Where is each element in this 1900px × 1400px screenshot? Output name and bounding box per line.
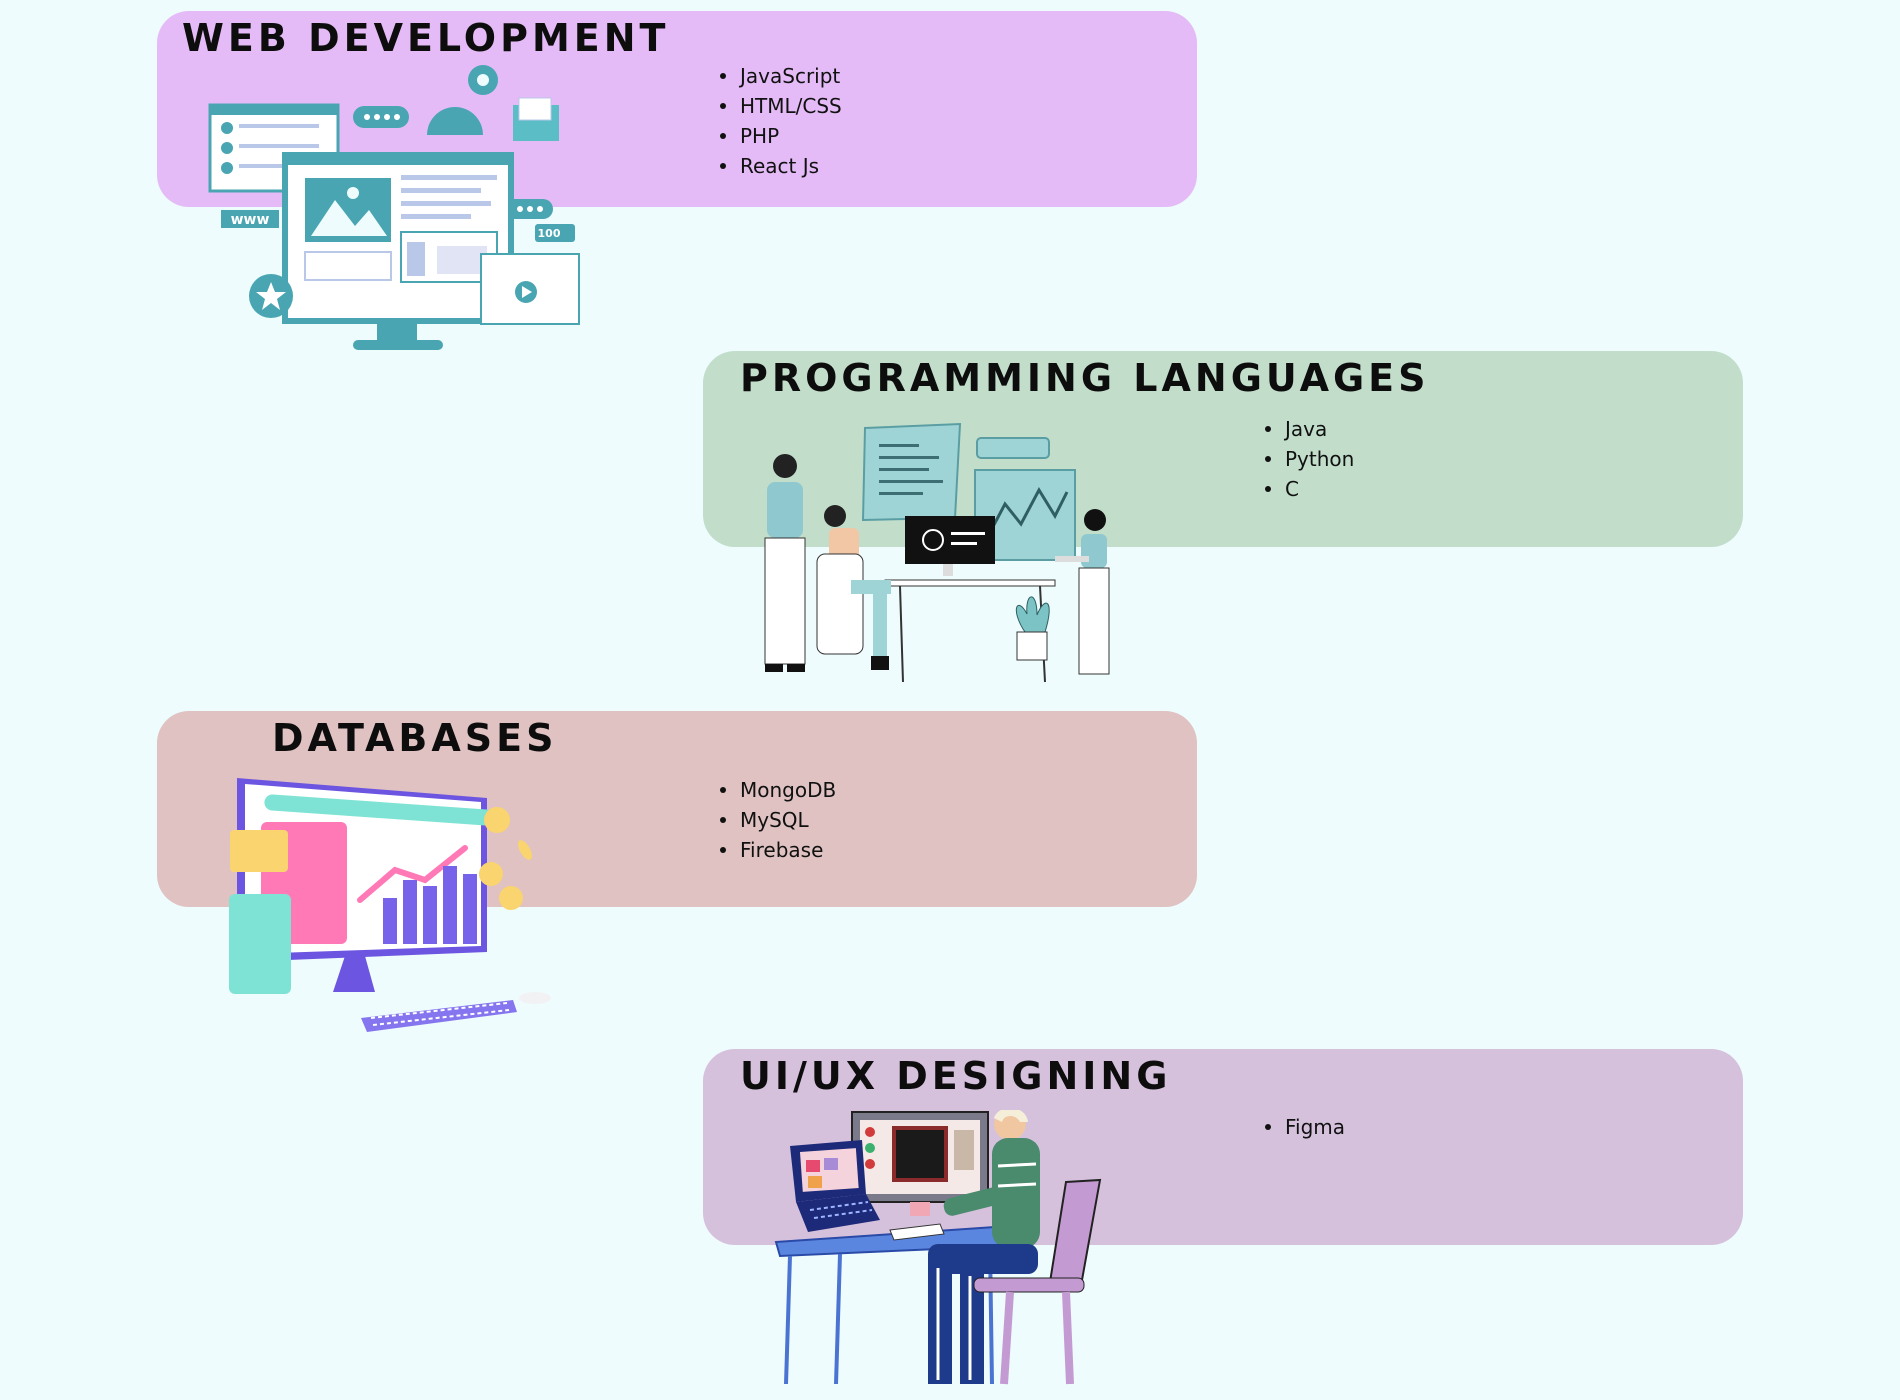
skill-item: Figma <box>1264 1112 1345 1142</box>
skill-item: JavaScript <box>720 61 842 91</box>
skill-item: PHP <box>720 121 842 151</box>
skill-item: React Js <box>720 151 842 181</box>
skill-item: HTML/CSS <box>720 91 842 121</box>
team-coding-illustration <box>764 422 1110 683</box>
www-label: www <box>231 212 270 228</box>
skill-item: Java <box>1264 414 1354 444</box>
databases-title: DATABASES <box>272 716 558 760</box>
programming-languages-title: PROGRAMMING LANGUAGES <box>740 356 1430 400</box>
uiux-designing-skill-list: Figma <box>1259 1112 1345 1142</box>
skill-item: MongoDB <box>719 775 836 805</box>
programming-languages-skill-list: Java Python C <box>1259 414 1354 504</box>
databases-skill-list: MongoDB MySQL Firebase <box>714 775 836 865</box>
skill-item: C <box>1264 474 1354 504</box>
likes-count-label: 100 <box>538 227 561 240</box>
analytics-monitor-illustration <box>229 778 551 1032</box>
web-monitor-illustration: www 100 <box>208 65 580 350</box>
skill-item: Python <box>1264 444 1354 474</box>
skill-item: MySQL <box>719 805 836 835</box>
web-development-title: WEB DEVELOPMENT <box>182 16 670 60</box>
skill-item: Firebase <box>719 835 836 865</box>
web-development-skill-list: JavaScript HTML/CSS PHP React Js <box>714 61 842 181</box>
designer-at-desk-illustration <box>774 1110 1102 1385</box>
uiux-designing-title: UI/UX DESIGNING <box>740 1054 1172 1098</box>
